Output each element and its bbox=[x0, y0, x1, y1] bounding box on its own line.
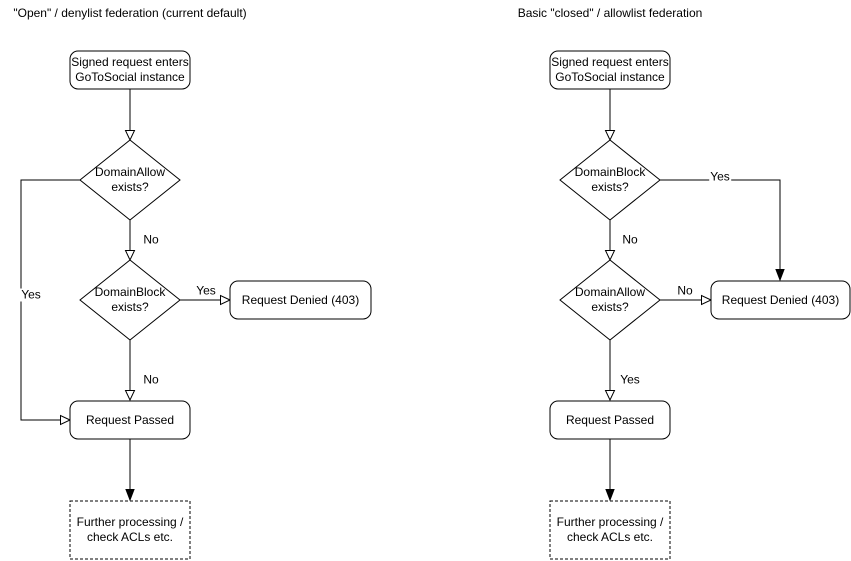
left-edge-start-to-decision1 bbox=[124, 89, 136, 142]
left-edge-decision1-no-to-decision2 bbox=[124, 220, 136, 262]
right-edge-decision2-yes-to-passed bbox=[604, 340, 616, 402]
right-decision1-diamond-shape bbox=[559, 139, 661, 221]
right-edge-passed-to-further bbox=[605, 439, 615, 502]
left-edge-decision1-yes-to-passed bbox=[20, 179, 80, 426]
left-decision1-no-label: No bbox=[142, 232, 160, 247]
left-decision1-diamond-shape bbox=[79, 139, 181, 221]
left-edge-passed-to-further bbox=[125, 439, 135, 502]
left-further-node-shape bbox=[69, 500, 191, 560]
left-edge-decision2-no-to-passed bbox=[124, 340, 136, 402]
right-start-node-shape bbox=[549, 50, 671, 90]
right-further-node-shape bbox=[549, 500, 671, 560]
left-edge-decision2-yes-to-denied bbox=[180, 294, 232, 306]
right-edge-decision1-no-to-decision2 bbox=[604, 220, 616, 262]
right-decision1-yes-label: Yes bbox=[709, 169, 731, 184]
left-denied-node-shape bbox=[229, 280, 372, 320]
left-decision2-diamond-shape bbox=[79, 259, 181, 341]
right-edge-decision2-no-to-denied bbox=[660, 294, 713, 306]
left-chart-title: "Open" / denylist federation (current de… bbox=[13, 6, 247, 20]
right-edge-decision1-yes-to-denied bbox=[660, 179, 785, 282]
left-decision2-yes-label: Yes bbox=[195, 283, 217, 298]
right-denied-node-shape bbox=[710, 280, 851, 320]
left-decision1-yes-label: Yes bbox=[20, 287, 42, 302]
left-decision2-no-label: No bbox=[142, 372, 160, 387]
right-passed-node-shape bbox=[549, 400, 671, 440]
right-edge-start-to-decision1 bbox=[604, 89, 616, 142]
right-chart-title: Basic "closed" / allowlist federation bbox=[517, 6, 703, 20]
right-decision2-no-label: No bbox=[676, 283, 694, 298]
left-passed-node-shape bbox=[69, 400, 191, 440]
right-decision1-no-label: No bbox=[621, 232, 639, 247]
right-decision2-diamond-shape bbox=[559, 259, 661, 341]
right-decision2-yes-label: Yes bbox=[619, 372, 641, 387]
left-start-node-shape bbox=[69, 50, 191, 90]
